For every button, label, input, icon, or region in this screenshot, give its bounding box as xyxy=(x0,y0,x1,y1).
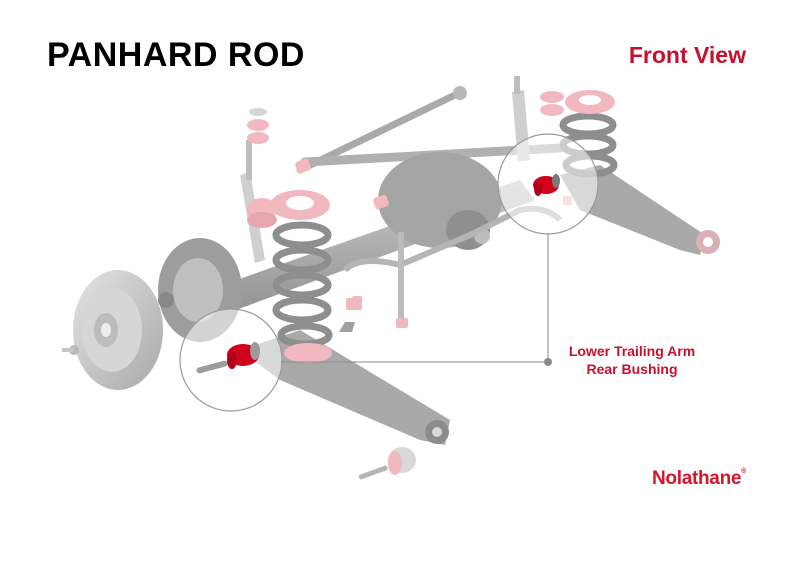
callout-line-2: Rear Bushing xyxy=(586,361,678,377)
bushing-icon xyxy=(227,342,260,369)
sway-bar-link xyxy=(398,232,404,322)
detail-magnifier-circle-right xyxy=(497,133,599,235)
right-spring-pad xyxy=(565,90,615,114)
page-title: PANHARD ROD xyxy=(47,36,305,74)
brake-backing-plate xyxy=(158,238,242,342)
callout-label: Lower Trailing Arm Rear Bushing xyxy=(562,342,702,378)
right-shock-bushings xyxy=(540,91,564,116)
mount-bracket xyxy=(339,296,362,332)
callout-line-1: Lower Trailing Arm xyxy=(568,343,696,359)
left-bump-stop xyxy=(247,198,277,228)
view-label: Front View xyxy=(628,42,746,68)
spare-bushing xyxy=(358,447,416,480)
brake-disc xyxy=(73,270,163,390)
left-spring-pads xyxy=(270,190,332,363)
detail-magnifier-circle xyxy=(179,308,283,412)
registered-mark: ® xyxy=(741,468,747,475)
axle-housing xyxy=(180,152,535,325)
brand-logo: Nolathane® xyxy=(652,468,746,490)
callout-leader xyxy=(281,234,552,366)
left-shock-bushings xyxy=(247,108,269,144)
bushing-icon-right xyxy=(533,174,560,196)
brand-name: Nolathane xyxy=(652,468,742,489)
wheel-stud xyxy=(62,345,79,355)
